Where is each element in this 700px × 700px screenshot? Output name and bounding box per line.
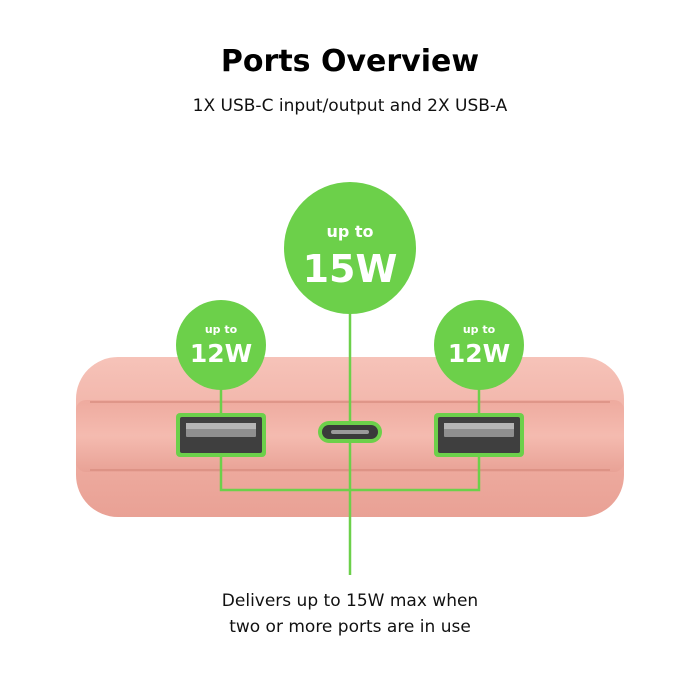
page-subtitle: 1X USB-C input/output and 2X USB-A bbox=[192, 96, 508, 116]
badge-left-value: 12W bbox=[190, 339, 252, 368]
badge-center-value: 15W bbox=[303, 247, 398, 291]
usb-c-port bbox=[318, 421, 382, 443]
usb-a-port-left bbox=[176, 413, 266, 457]
footer-line-1: Delivers up to 15W max when bbox=[221, 591, 479, 611]
badge-center-prefix: up to bbox=[326, 222, 373, 241]
usb-a-port-right bbox=[434, 413, 524, 457]
badge-right-value: 12W bbox=[448, 339, 510, 368]
badge-right-prefix: up to bbox=[463, 323, 496, 336]
badge-left-prefix: up to bbox=[205, 323, 238, 336]
badge-right: up to 12W bbox=[434, 300, 524, 390]
badge-center: up to 15W bbox=[284, 182, 416, 314]
badge-left: up to 12W bbox=[176, 300, 266, 390]
page-title: Ports Overview bbox=[220, 44, 480, 79]
footer-note: Delivers up to 15W max when two or more … bbox=[0, 588, 700, 640]
footer-line-2: two or more ports are in use bbox=[229, 617, 471, 637]
